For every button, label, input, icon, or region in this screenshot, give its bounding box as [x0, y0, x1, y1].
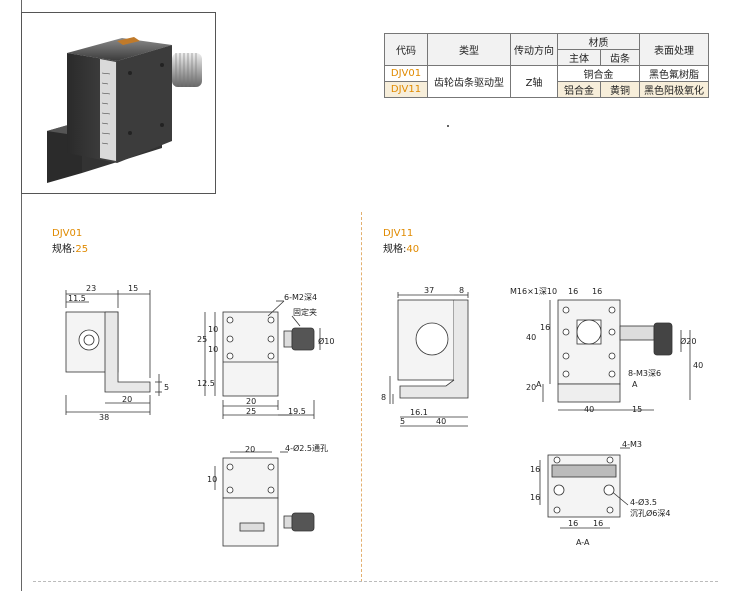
dim: 16 [592, 287, 602, 296]
dim: 37 [424, 286, 434, 295]
table-row: DJV11 铝合金 黄铜 黑色阳极氧化 [384, 81, 709, 98]
djv01-title: DJV01 [52, 228, 83, 239]
djv01-spec: 规格:25 [52, 244, 89, 255]
dim: 8 [381, 393, 386, 402]
djv11-spec-value: 40 [406, 244, 420, 255]
dim: 23 [86, 284, 96, 293]
header-surface: 表面处理 [639, 33, 709, 66]
section-divider [361, 212, 362, 582]
dim: A [632, 380, 638, 389]
djv11-side-view [389, 292, 469, 427]
djv01-bottom-view [214, 451, 315, 547]
dim: 40 [526, 333, 536, 342]
dim: 19.5 [288, 407, 306, 416]
dim: 固定夹 [293, 307, 317, 317]
rack-material-cell: 黄铜 [600, 81, 640, 98]
djv11-spec: 规格:40 [383, 244, 420, 255]
dim: 40 [436, 417, 446, 426]
dim: A-A [576, 538, 590, 547]
dim: 10 [208, 325, 218, 334]
dim: 8 [459, 286, 464, 295]
dim: 25 [197, 335, 207, 344]
header-drive: 传动方向 [510, 33, 558, 66]
djv01-spec-value: 25 [75, 244, 89, 255]
dim: 15 [632, 405, 642, 414]
djv01-front-view [204, 300, 321, 419]
dim: 40 [693, 361, 703, 370]
dim: 16 [530, 465, 540, 474]
dim: 20 [245, 445, 255, 454]
dim: 20 [246, 397, 256, 406]
dim: Ø10 [318, 336, 334, 346]
header-code: 代码 [384, 33, 428, 66]
model-code: DJV11 [384, 81, 428, 98]
dim: 25 [246, 407, 256, 416]
surface-cell: 黑色阳极氧化 [639, 81, 709, 98]
dim: 16 [530, 493, 540, 502]
dim: 16.1 [410, 408, 428, 417]
dim: 5 [400, 417, 405, 426]
dim: 40 [584, 405, 594, 414]
dim: 15 [128, 284, 138, 293]
product-photo [21, 12, 216, 194]
header-material: 材质 [557, 33, 640, 50]
dim: 16 [568, 287, 578, 296]
dim: 4-Ø3.5 [630, 497, 657, 507]
drive-cell: Z轴 [510, 65, 558, 98]
header-rack: 齿条 [600, 49, 640, 66]
djv11-front-view [542, 299, 691, 411]
dim: A [536, 380, 542, 389]
bottom-divider [33, 581, 718, 582]
djv01-dimensions: 23 15 11.5 20 38 5 6-M2深4 固定夹 10 25 10 1… [68, 284, 334, 484]
stray-dot [447, 125, 449, 127]
dim: M16×1深10 [510, 287, 557, 296]
dim: 16 [568, 519, 578, 528]
djv11-title: DJV11 [383, 228, 414, 239]
dim: 20 [122, 395, 132, 404]
dim: 10 [208, 345, 218, 354]
main-material-cell: 铝合金 [557, 81, 601, 98]
dim: 38 [99, 413, 109, 422]
dim: 12.5 [197, 379, 215, 388]
table-row: DJV01 齿轮齿条驱动型 Z轴 铜合金 黑色氟树脂 [384, 65, 709, 98]
djv01-side-view [65, 290, 162, 415]
dim: 沉孔Ø6深4 [630, 508, 670, 518]
left-border-line [21, 0, 22, 591]
dim: 6-M2深4 [284, 293, 317, 302]
djv11-dimensions: 37 8 8 16.1 5 40 M16×1深10 16 16 40 16 20… [381, 286, 703, 547]
dim: 5 [164, 383, 169, 392]
dim: 16 [593, 519, 603, 528]
dim: 20 [526, 383, 536, 392]
spec-table: 代码 类型 传动方向 材质 表面处理 主体 齿条 DJV01 齿轮齿条驱动型 Z… [384, 33, 709, 98]
dim: Ø20 [680, 336, 696, 346]
djv11-section-aa [539, 447, 630, 529]
dim: 16 [540, 323, 550, 332]
dim: 10 [207, 475, 217, 484]
dim: 4-M3 [622, 440, 642, 449]
dim: 11.5 [68, 294, 86, 303]
header-main: 主体 [557, 49, 601, 66]
dim: 4-Ø2.5通孔 [285, 443, 328, 453]
dim: 8-M3深6 [628, 369, 661, 378]
